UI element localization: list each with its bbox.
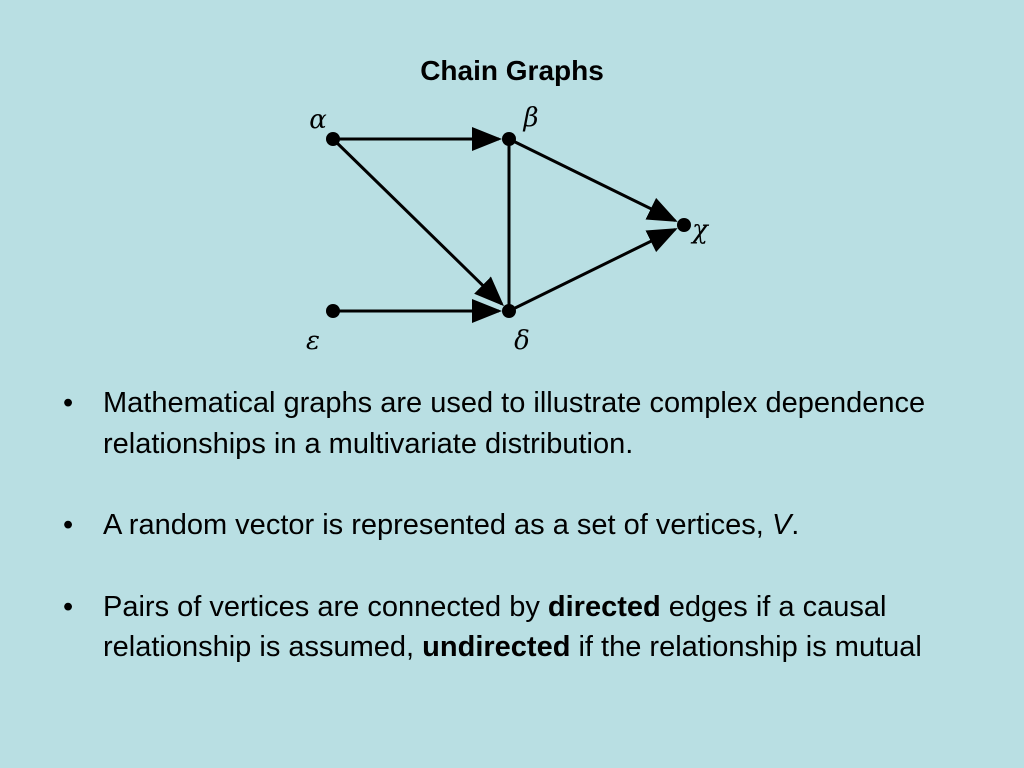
bullet-marker: • [63,387,74,419]
chain-graph-diagram: α β χ ε δ [306,103,710,356]
vertex-label-delta: δ [514,326,530,356]
bullet-text: A random vector is represented as a set … [103,509,764,541]
bullet-list: • Mathematical graphs are used to illust… [0,383,1024,709]
bullet-item: • Pairs of vertices are connected by dir… [0,587,1024,668]
edge-alpha-delta [331,137,504,307]
bullet-marker: • [63,590,74,623]
vertex-label-chi: χ [690,215,710,245]
bullet-text: if the relationship is mutual [578,631,922,663]
bullet-text: edges if a causal relationship is assume… [103,590,887,664]
bullet-text: Pairs of vertices are connected by [103,590,540,623]
vertex-chi [677,218,691,232]
vertex-label-alpha: α [309,105,327,135]
bullet-text: Mathematical graphs are used to illustra… [103,387,926,460]
bullet-marker: • [63,509,74,541]
keyword-directed: directed [547,590,661,623]
bullet-item: • A random vector is represented as a se… [0,505,1024,546]
bullet-text-end: . [791,509,800,541]
vertex-epsilon [326,304,340,318]
slide-title: Chain Graphs [420,55,604,86]
variable-v: V [771,509,792,541]
edge-beta-chi [508,137,678,222]
edge-delta-chi [508,228,678,313]
vertex-label-beta: β [522,103,538,133]
vertex-delta [502,304,516,318]
vertex-label-epsilon: ε [306,326,320,356]
vertex-beta [502,132,516,146]
keyword-undirected: undirected [422,631,571,663]
vertex-alpha [326,132,340,146]
bullet-item: • Mathematical graphs are used to illust… [0,383,1024,464]
